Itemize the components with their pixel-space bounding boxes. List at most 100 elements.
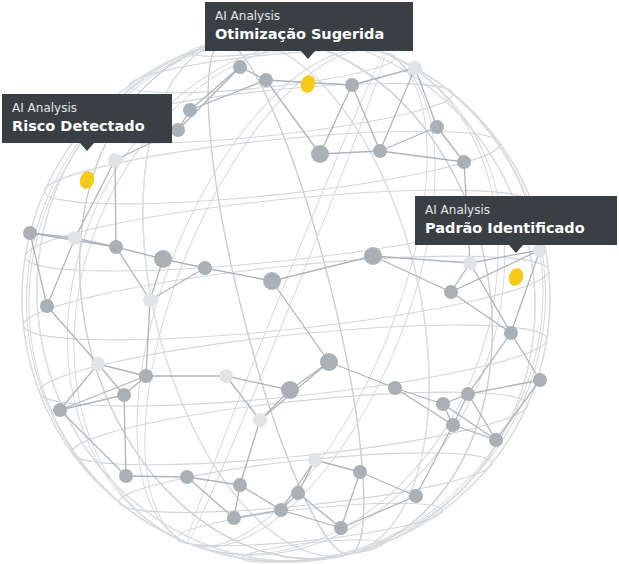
network-link <box>395 388 453 425</box>
network-dot <box>259 73 273 87</box>
network-link <box>451 292 511 333</box>
network-dot <box>353 465 367 479</box>
meridian-line <box>0 0 606 564</box>
network-dot <box>109 240 123 254</box>
network-dot <box>233 478 247 492</box>
network-link <box>146 300 150 376</box>
network-link <box>373 256 470 263</box>
network-dot <box>457 155 471 169</box>
network-link <box>150 268 205 300</box>
meridian-line <box>178 31 395 564</box>
network-dot <box>227 511 241 525</box>
network-dot <box>345 78 359 92</box>
latitude-line <box>36 308 550 422</box>
network-link <box>416 425 453 496</box>
network-dot <box>274 503 288 517</box>
network-link <box>352 68 415 85</box>
meridian-line <box>0 0 580 564</box>
callout-subtitle: AI Analysis <box>425 202 607 218</box>
network-dot <box>143 293 157 307</box>
network-dot <box>388 381 402 395</box>
network-link <box>190 80 266 110</box>
network-dot <box>430 120 444 134</box>
network-link <box>415 68 437 127</box>
network-link <box>341 496 416 528</box>
network-link <box>115 160 116 247</box>
meridian-line <box>178 31 395 564</box>
latitude-line <box>20 239 552 357</box>
network-link <box>468 394 496 440</box>
network-link <box>281 510 341 528</box>
callout-pointer <box>509 245 523 253</box>
meridian-line <box>0 0 591 564</box>
network-link <box>395 388 443 404</box>
callout-title: Otimização Sugerida <box>215 24 403 44</box>
network-dot <box>291 486 305 500</box>
network-link <box>320 85 352 154</box>
network-dot <box>154 250 172 268</box>
network-link <box>234 510 281 518</box>
network-link <box>240 485 281 510</box>
network-link <box>320 151 380 154</box>
callout-pointer <box>80 143 94 151</box>
network-link <box>352 85 380 151</box>
meridian-line <box>76 8 497 564</box>
network-dot <box>311 145 329 163</box>
network-dot <box>463 256 477 270</box>
network-dot <box>533 243 547 257</box>
network-dot <box>180 470 194 484</box>
network-link <box>298 493 341 528</box>
network-link <box>178 67 240 130</box>
network-dot <box>373 144 387 158</box>
meridian-line <box>0 0 572 564</box>
network-link <box>47 306 98 364</box>
network-dot <box>198 261 212 275</box>
network-dot <box>40 299 54 313</box>
callout-box: AI AnalysisPadrão Identificado <box>415 196 617 245</box>
network-link <box>380 68 415 151</box>
network-dot <box>489 433 503 447</box>
network-link <box>468 380 540 394</box>
network-link <box>468 333 511 394</box>
network-dot <box>233 60 247 74</box>
highlight-dot <box>298 73 317 95</box>
network-dot <box>281 381 299 399</box>
network-link <box>341 472 360 528</box>
network-dot <box>253 413 267 427</box>
callout-subtitle: AI Analysis <box>12 100 162 116</box>
network-link <box>30 233 47 306</box>
network-link <box>443 404 496 440</box>
network-link <box>240 420 260 485</box>
network-dot <box>108 153 122 167</box>
network-dot <box>504 326 518 340</box>
network-dot <box>364 247 382 265</box>
network-link <box>60 410 126 476</box>
network-dot <box>436 397 450 411</box>
network-link <box>496 380 540 440</box>
network-dot <box>308 453 322 467</box>
network-link <box>75 160 115 238</box>
network-link <box>260 362 329 420</box>
network-dot <box>91 357 105 371</box>
network-dot <box>320 353 338 371</box>
network-dot <box>446 418 460 432</box>
network-dot <box>461 387 475 401</box>
network-link <box>470 250 540 263</box>
network-dot <box>219 369 233 383</box>
network-link <box>281 460 315 510</box>
network-dot <box>53 403 67 417</box>
network-dot <box>68 231 82 245</box>
network-link <box>146 375 226 376</box>
callout-title: Risco Detectado <box>12 116 162 136</box>
callout-pointer <box>301 51 315 59</box>
network-dot <box>183 103 197 117</box>
latitude-line <box>175 495 444 555</box>
network-link <box>451 250 540 292</box>
network-dot <box>117 388 131 402</box>
network-link <box>511 333 540 380</box>
callout-box: AI AnalysisOtimização Sugerida <box>205 2 413 51</box>
network-dot <box>263 272 281 290</box>
network-link <box>272 256 373 281</box>
latitude-line <box>69 377 530 480</box>
